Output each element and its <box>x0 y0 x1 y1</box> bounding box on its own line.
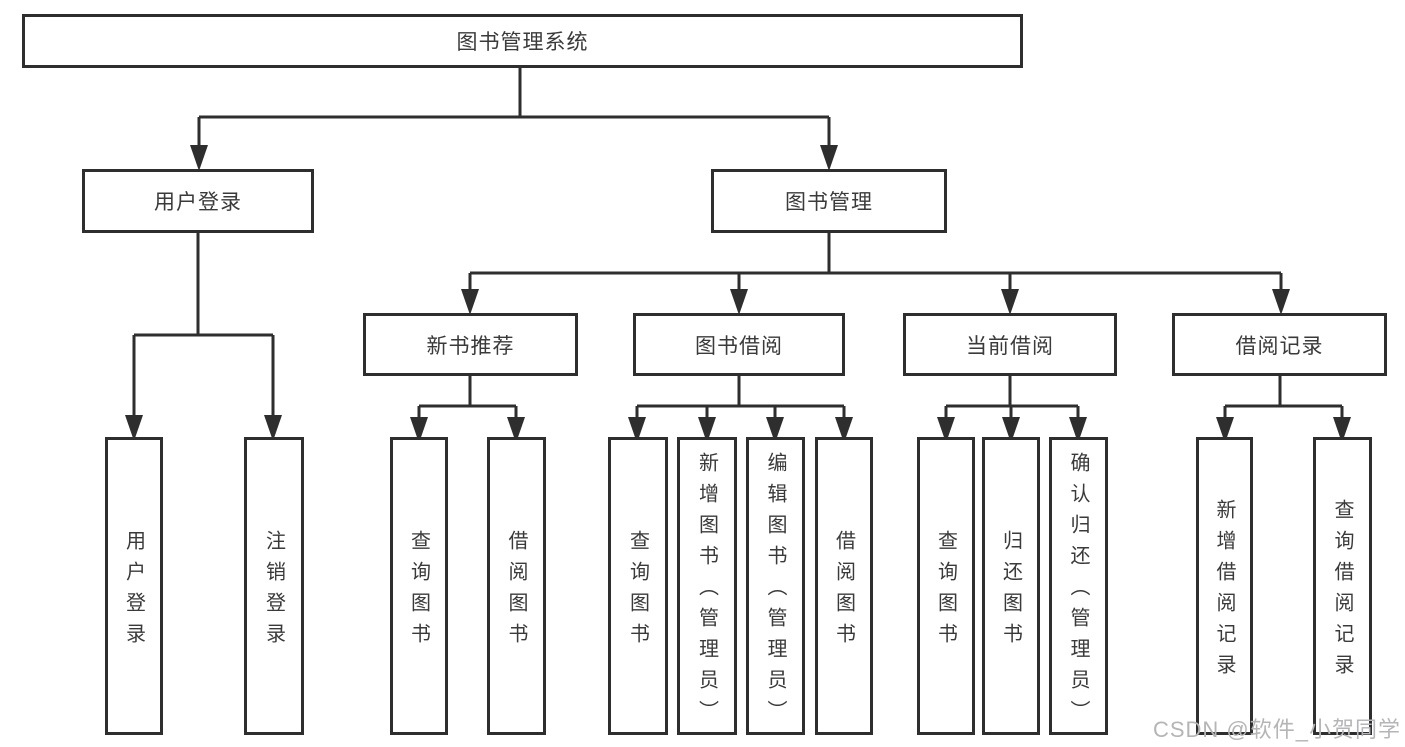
leaf-query-books-3: 查询图书 <box>917 437 975 735</box>
leaf-borrow-books-2: 借阅图书 <box>815 437 873 735</box>
node-root: 图书管理系统 <box>22 14 1023 68</box>
node-borrow-records-label: 借阅记录 <box>1235 334 1324 358</box>
arrowheads <box>125 145 1351 443</box>
leaf-borrow-books-1-label: 借阅图书 <box>505 529 527 654</box>
node-new-book-recommend: 新书推荐 <box>363 313 578 376</box>
leaf-query-books-2-label: 查询图书 <box>626 529 649 654</box>
leaf-query-borrow-record-label: 查询借阅记录 <box>1331 498 1353 685</box>
leaf-user-login-label: 用户登录 <box>122 529 145 654</box>
node-book-management-label: 图书管理 <box>785 191 873 214</box>
leaf-query-borrow-record: 查询借阅记录 <box>1313 437 1372 735</box>
leaf-query-books-2: 查询图书 <box>608 437 668 735</box>
leaf-query-books-1-label: 查询图书 <box>407 529 430 654</box>
leaf-borrow-books-1: 借阅图书 <box>487 437 546 735</box>
leaf-logout: 注销登录 <box>244 437 304 735</box>
leaf-add-borrow-record: 新增借阅记录 <box>1196 437 1253 735</box>
leaf-edit-book-admin: 编辑图书（管理员） <box>746 437 805 735</box>
node-borrow-records: 借阅记录 <box>1172 313 1387 376</box>
node-current-borrow-label: 当前借阅 <box>966 334 1054 358</box>
leaf-query-books-3-label: 查询图书 <box>934 529 957 654</box>
node-root-label: 图书管理系统 <box>456 31 589 54</box>
leaf-return-books-label: 归还图书 <box>999 529 1022 654</box>
leaf-return-books: 归还图书 <box>982 437 1040 735</box>
node-new-book-recommend-label: 新书推荐 <box>426 334 515 358</box>
node-book-management: 图书管理 <box>711 169 947 233</box>
leaf-edit-book-admin-label: 编辑图书（管理员） <box>764 452 786 731</box>
watermark: CSDN @软件_小贺同学 <box>1152 717 1401 742</box>
node-book-borrow: 图书借阅 <box>633 313 845 376</box>
leaf-add-borrow-record-label: 新增借阅记录 <box>1213 498 1235 685</box>
node-user-login-label: 用户登录 <box>154 191 242 214</box>
leaf-user-login: 用户登录 <box>105 437 163 735</box>
node-current-borrow: 当前借阅 <box>903 313 1117 376</box>
leaf-logout-label: 注销登录 <box>262 529 285 654</box>
node-user-login: 用户登录 <box>82 169 314 233</box>
leaf-confirm-return-admin: 确认归还（管理员） <box>1049 437 1108 735</box>
leaf-add-book-admin-label: 新增图书（管理员） <box>695 452 718 731</box>
leaf-query-books-1: 查询图书 <box>390 437 448 735</box>
leaf-add-book-admin: 新增图书（管理员） <box>677 437 737 735</box>
leaf-borrow-books-2-label: 借阅图书 <box>832 529 855 654</box>
node-book-borrow-label: 图书借阅 <box>695 334 783 358</box>
leaf-confirm-return-admin-label: 确认归还（管理员） <box>1067 452 1089 731</box>
